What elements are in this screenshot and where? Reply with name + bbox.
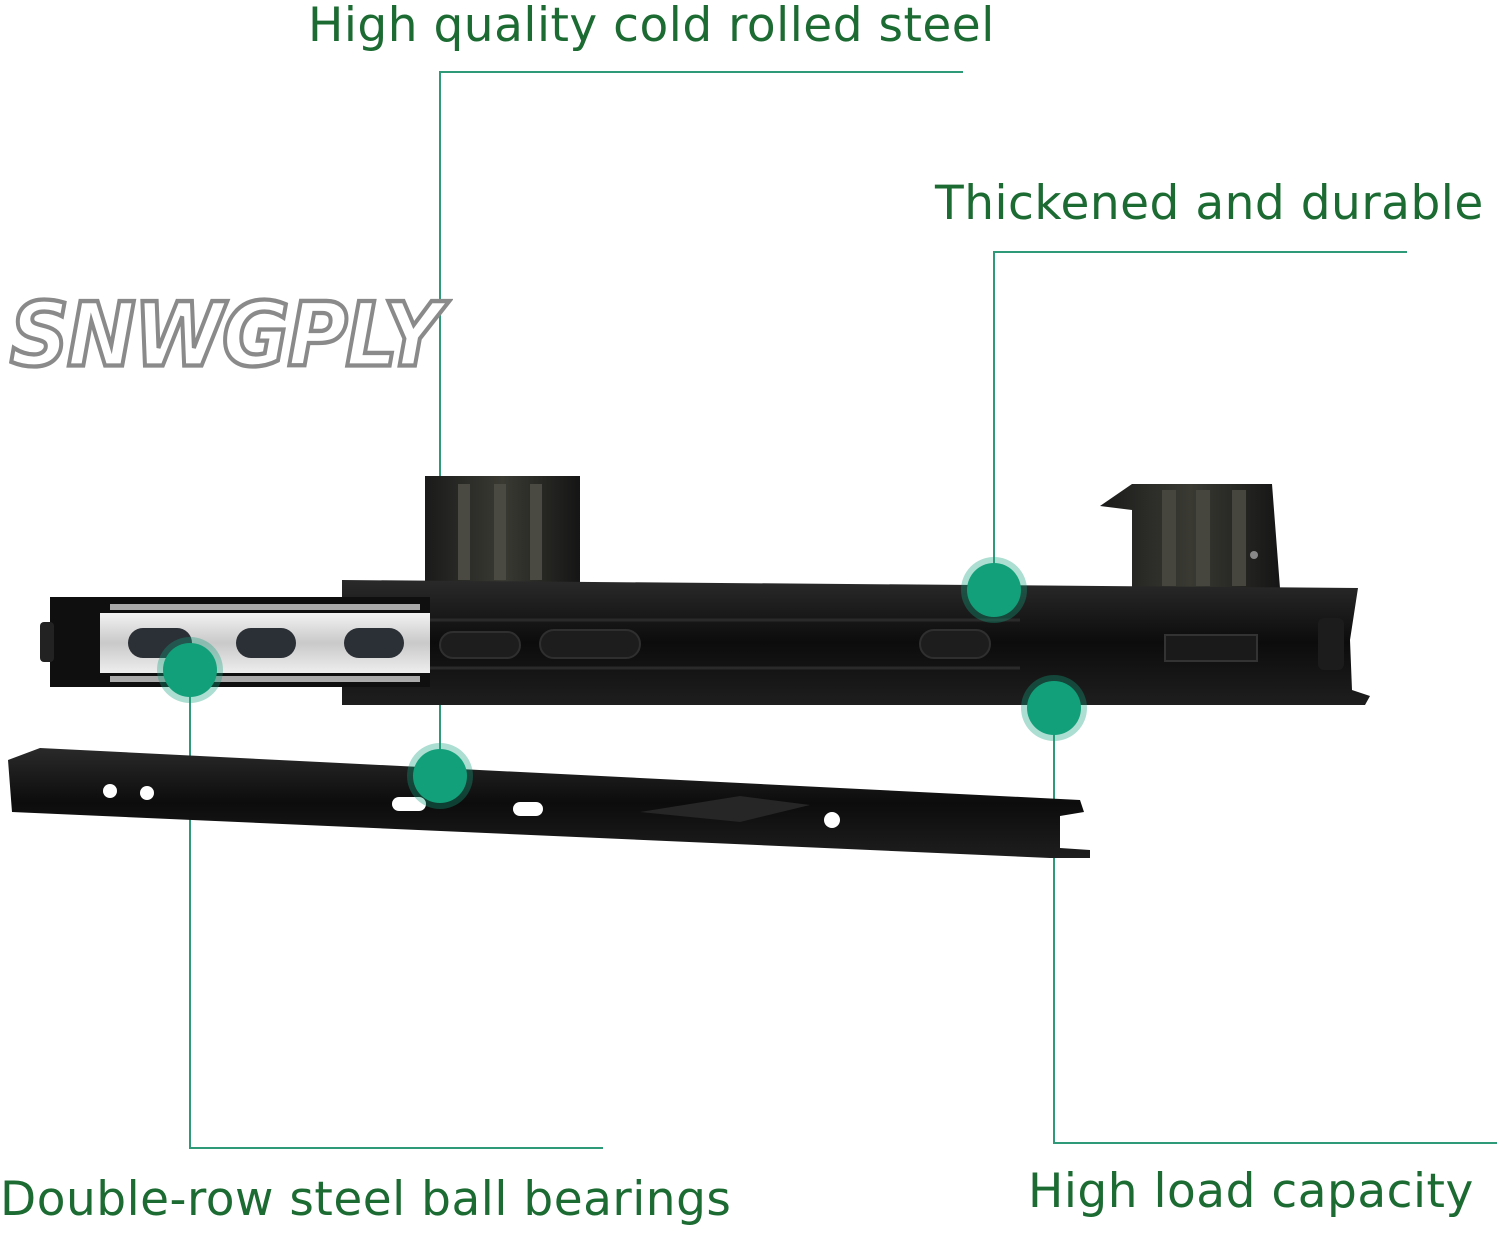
marker-ball-bearings-icon xyxy=(157,637,223,703)
callout-markers xyxy=(157,557,1087,809)
leader-load-capacity xyxy=(1053,708,1497,1144)
marker-cold-rolled-icon xyxy=(407,743,473,809)
callout-thickened-durable: Thickened and durable xyxy=(935,176,1484,231)
slide-assembly xyxy=(40,580,1370,705)
leader-ball-bearings xyxy=(189,668,603,1149)
front-bracket xyxy=(425,476,580,584)
inner-member-rail xyxy=(8,748,1090,858)
callout-load-capacity: High load capacity xyxy=(1028,1164,1474,1219)
callout-cold-rolled-steel: High quality cold rolled steel xyxy=(308,0,995,53)
brand-watermark: SNWGPLY xyxy=(8,284,444,388)
leader-thickened xyxy=(993,251,1407,588)
marker-load-capacity-icon xyxy=(1021,675,1087,741)
rear-bracket xyxy=(1100,484,1280,588)
callout-ball-bearings: Double-row steel ball bearings xyxy=(0,1172,732,1227)
marker-thickened-icon xyxy=(961,557,1027,623)
